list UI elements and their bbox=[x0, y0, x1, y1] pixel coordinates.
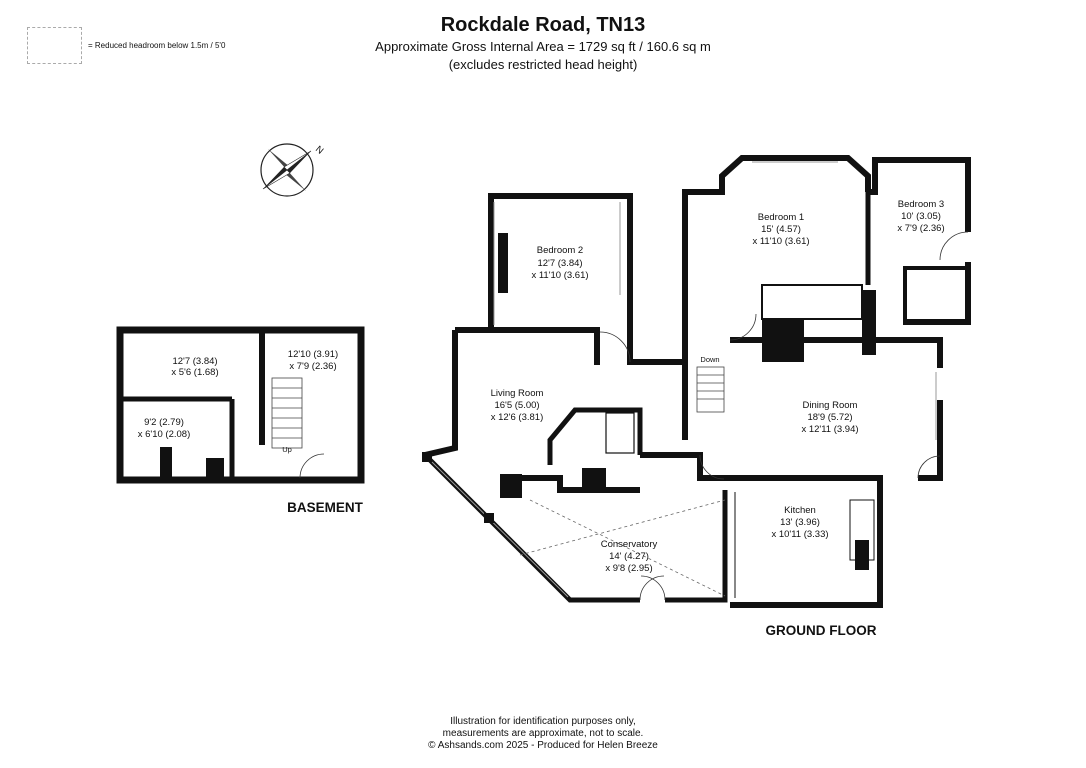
bedroom2-dim1: 12'7 (3.84) bbox=[537, 258, 582, 269]
basement-room1-dim2: x 5'6 (1.68) bbox=[171, 367, 218, 378]
footer-disclaimer-2: measurements are approximate, not to sca… bbox=[442, 728, 644, 739]
kitchen-dim2: x 10'11 (3.33) bbox=[771, 529, 828, 540]
compass-icon: N bbox=[260, 143, 326, 197]
conservatory-dim2: x 9'8 (2.95) bbox=[605, 563, 652, 574]
footer-credit: © Ashsands.com 2025 - Produced for Helen… bbox=[428, 740, 658, 751]
area-note: (excludes restricted head height) bbox=[448, 57, 638, 72]
stairs-down-label: Down bbox=[700, 355, 719, 364]
living-room-name: Living Room bbox=[491, 388, 544, 399]
basement-room3-dim1: 9'2 (2.79) bbox=[144, 417, 184, 428]
ground-floor-plan bbox=[422, 155, 971, 608]
bedroom1-dim1: 15' (4.57) bbox=[761, 224, 801, 235]
bedroom1-dim2: x 11'10 (3.61) bbox=[752, 236, 809, 247]
bedroom3-dim1: 10' (3.05) bbox=[901, 211, 941, 222]
living-room-dim1: 16'5 (5.00) bbox=[494, 400, 539, 411]
reduced-headroom-swatch bbox=[27, 27, 82, 64]
plan-title: Rockdale Road, TN13 bbox=[440, 14, 646, 36]
bedroom2-dim2: x 11'10 (3.61) bbox=[531, 270, 588, 281]
basement-room3-dim2: x 6'10 (2.08) bbox=[138, 429, 191, 440]
basement-stairs-up-label: Up bbox=[282, 445, 292, 454]
basement-floor-label: BASEMENT bbox=[287, 500, 364, 515]
bedroom1-name: Bedroom 1 bbox=[758, 212, 804, 223]
dining-room-dim2: x 12'11 (3.94) bbox=[801, 424, 858, 435]
dining-room-name: Dining Room bbox=[803, 400, 858, 411]
legend-text: = Reduced headroom below 1.5m / 5'0 bbox=[88, 41, 226, 50]
bedroom3-name: Bedroom 3 bbox=[898, 199, 944, 210]
living-room-dim2: x 12'6 (3.81) bbox=[491, 412, 544, 423]
dining-room-dim1: 18'9 (5.72) bbox=[807, 412, 852, 423]
basement-plan bbox=[116, 326, 365, 484]
compass-north-label: N bbox=[313, 144, 325, 157]
basement-room2-dim2: x 7'9 (2.36) bbox=[289, 361, 336, 372]
basement-room1-dim1: 12'7 (3.84) bbox=[172, 356, 217, 367]
bedroom3-dim2: x 7'9 (2.36) bbox=[897, 223, 944, 234]
conservatory-dim1: 14' (4.27) bbox=[609, 551, 649, 562]
footer-disclaimer-1: Illustration for identification purposes… bbox=[450, 716, 636, 727]
ground-floor-label: GROUND FLOOR bbox=[766, 623, 877, 638]
bedroom2-name: Bedroom 2 bbox=[537, 245, 583, 256]
kitchen-name: Kitchen bbox=[784, 505, 816, 516]
conservatory-name: Conservatory bbox=[601, 539, 658, 550]
kitchen-dim1: 13' (3.96) bbox=[780, 517, 820, 528]
gross-area: Approximate Gross Internal Area = 1729 s… bbox=[375, 39, 711, 54]
basement-room2-dim1: 12'10 (3.91) bbox=[288, 349, 338, 360]
